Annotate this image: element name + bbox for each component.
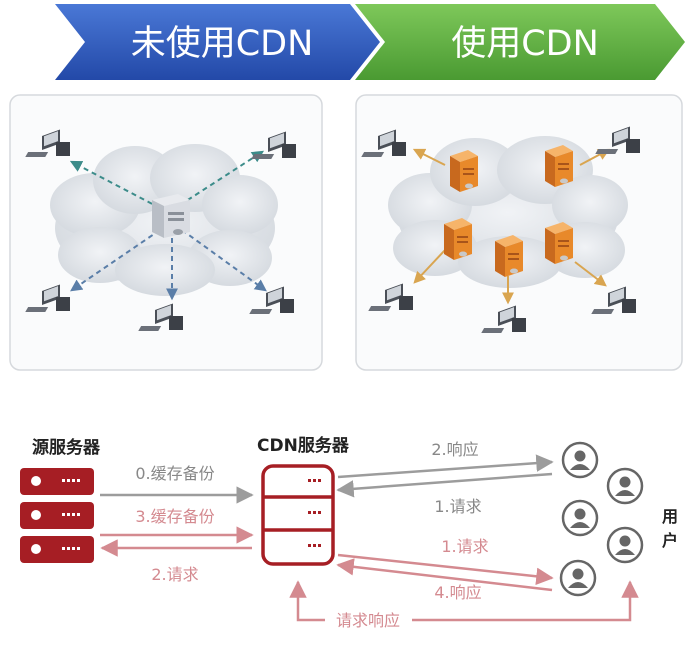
- banner-with-cdn: 使用CDN: [355, 4, 685, 80]
- step3-label: 3.缓存备份: [135, 507, 214, 526]
- user-icon: [606, 526, 644, 564]
- client-computer-icon: [251, 131, 296, 159]
- origin-server-icon: [20, 468, 94, 563]
- cdn-server-label: CDN服务器: [257, 435, 350, 456]
- edge-server-icon: [545, 222, 573, 264]
- edge-server-icon: [444, 218, 472, 260]
- panel-with-cdn: [355, 94, 683, 371]
- step2-response-label: 2.响应: [431, 440, 478, 459]
- origin-server-label: 源服务器: [32, 437, 101, 458]
- client-computer-icon: [591, 286, 636, 314]
- arrow-response-4: [336, 558, 553, 592]
- user-icon: [561, 499, 599, 537]
- client-computer-icon: [249, 286, 294, 314]
- users-label-2: 户: [662, 531, 678, 550]
- cdn-server-icon: [261, 464, 335, 566]
- step2-request-label: 2.请求: [151, 565, 198, 584]
- users-label-1: 用: [662, 507, 678, 526]
- client-computer-icon: [595, 126, 640, 154]
- arrow-response-2: [337, 454, 554, 479]
- banner-without-cdn: 未使用CDN: [55, 4, 380, 80]
- arrow-request-1-mid: [337, 553, 554, 586]
- client-computer-icon: [361, 129, 406, 157]
- client-computer-icon: [25, 284, 70, 312]
- user-icon: [606, 467, 644, 505]
- client-computer-icon: [138, 303, 183, 331]
- user-icon: [559, 559, 597, 597]
- central-server-icon: [152, 194, 190, 238]
- step1-request-mid-label: 1.请求: [441, 537, 488, 556]
- edge-server-icon: [545, 145, 573, 187]
- banner-without-cdn-text: 未使用CDN: [131, 24, 314, 64]
- step0-label: 0.缓存备份: [135, 464, 214, 483]
- client-computer-icon: [368, 283, 413, 311]
- arrow-request-1-top: [336, 472, 553, 498]
- cdn-comparison-diagram: 未使用CDN 使用CDN: [9, 4, 685, 371]
- step1-request-top-label: 1.请求: [434, 497, 481, 516]
- request-response-label: 请求响应: [336, 611, 400, 630]
- edge-server-icon: [495, 235, 523, 277]
- client-computer-icon: [481, 305, 526, 333]
- panel-without-cdn: [9, 94, 323, 371]
- edge-server-icon: [450, 150, 478, 192]
- step4-response-label: 4.响应: [434, 583, 481, 602]
- banner-with-cdn-text: 使用CDN: [451, 24, 599, 64]
- user-icon: [561, 441, 599, 479]
- links-left: [69, 150, 267, 301]
- request-response-loop: [289, 580, 639, 622]
- client-computer-icon: [25, 129, 70, 157]
